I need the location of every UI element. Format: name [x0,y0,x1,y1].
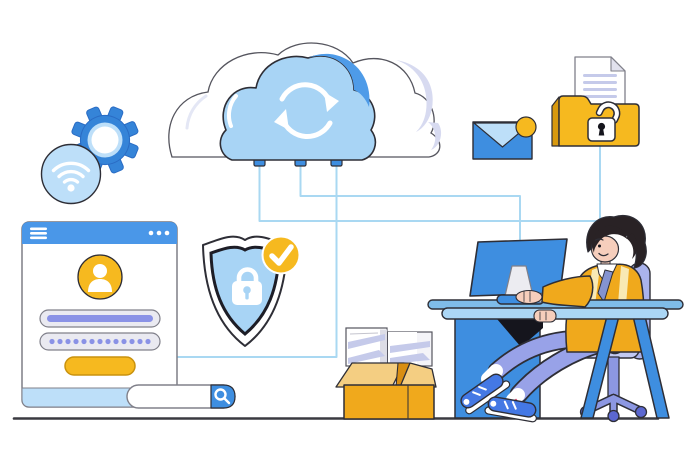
keyhole [597,122,606,131]
document-fold [610,56,626,72]
sock-right [506,388,525,407]
password-dots [49,338,151,345]
sync-cloud-highlight [226,94,238,128]
cloud-shadow-small [428,122,442,150]
user-avatar [77,254,123,300]
menu-icon [30,227,47,240]
smile [598,252,609,257]
password-field [39,332,161,351]
notification-dot [515,116,537,138]
workstation-group [427,215,684,423]
login-button [64,356,136,376]
person-arm [515,275,594,323]
cloud-group [168,42,442,167]
window-titlebar [22,222,177,244]
window-dots [148,230,170,236]
chair-column [607,356,620,401]
sneaker-right [484,396,537,423]
hand-on-keyboard [515,289,543,305]
search-icon [214,388,231,405]
connector-cloud-to-monitor [299,164,521,249]
eyebrow [594,238,604,241]
hair-side [626,233,638,259]
lock-icon [232,267,262,305]
username-value-bar [47,315,153,322]
open-padlock-icon [587,101,621,142]
search-button [210,384,236,409]
secure-folder-group [551,56,640,147]
sneaker-left [460,373,511,415]
box-body [343,384,435,420]
eye [598,244,601,248]
gear-hole [91,126,119,154]
box-flap-right [399,362,437,388]
envelope-icon [472,116,537,160]
verified-badge [261,235,301,275]
settings-group [40,105,140,205]
wifi-dot [67,184,75,192]
hair-fringe [592,225,627,253]
username-field [39,309,161,328]
cardigan-lining-right [618,266,629,305]
file-box-group [335,327,437,420]
search-bar [126,384,236,409]
avatar-head [93,264,107,278]
person-head [586,215,647,269]
shield-keyhole [243,286,251,294]
avatar-body [88,279,112,292]
folder-back-flap [551,96,560,147]
sleeve [541,275,594,308]
gear-icon [70,105,140,175]
cardboard-box [335,362,437,420]
connector-cloud-to-window [177,164,338,358]
box-flap-left [335,362,405,388]
connector-lines [177,146,601,358]
sync-arrows-icon [274,82,339,139]
under-desk-shadow [497,319,543,347]
hand-on-desk-edge [533,309,557,323]
sync-cloud-accent [308,53,370,107]
cloud-highlight-left [185,94,208,130]
cloud-shadow-right [396,60,433,132]
connector-cloud-to-folder [258,146,601,222]
paper-stack-left [345,327,388,367]
paper-stack-right [387,331,433,367]
login-window [21,221,178,408]
wifi-icon [40,143,102,205]
check-icon [269,244,294,266]
security-shield [202,235,301,347]
